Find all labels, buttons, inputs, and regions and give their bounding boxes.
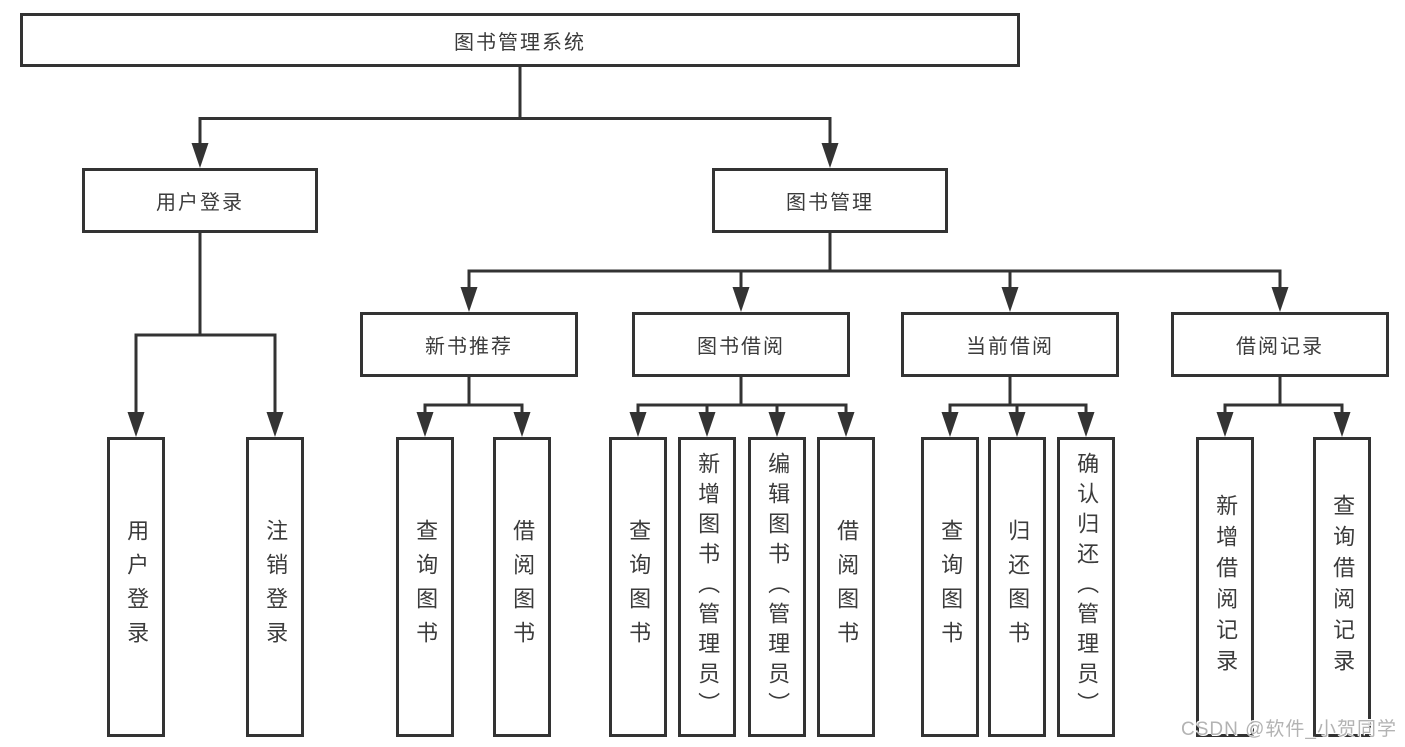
leaf-br-query-record: 查询借阅记录: [1313, 437, 1371, 737]
node-library-management-system-label: 图书管理系统: [454, 31, 586, 54]
node-new-book-recommend-label: 新书推荐: [425, 336, 513, 358]
leaf-br-query-record-label: 查询借阅记录: [1330, 494, 1356, 680]
leaf-nbr-borrow-books: 借阅图书: [493, 437, 551, 737]
leaf-cb-query-books-label: 查询图书: [938, 519, 964, 655]
node-book-management-label: 图书管理: [786, 192, 874, 214]
leaf-bb-borrow-books-label: 借阅图书: [834, 519, 860, 655]
node-current-borrowing: 当前借阅: [901, 312, 1119, 377]
node-library-management-system: 图书管理系统: [20, 13, 1020, 67]
node-book-borrowing-label: 图书借阅: [697, 336, 785, 358]
leaf-br-add-record: 新增借阅记录: [1196, 437, 1254, 737]
leaf-cb-confirm-return-admin: 确认归还（管理员）: [1057, 437, 1115, 737]
node-book-management: 图书管理: [712, 168, 948, 233]
leaf-nbr-query-books: 查询图书: [396, 437, 454, 737]
node-borrow-records: 借阅记录: [1171, 312, 1389, 377]
leaf-bb-add-books-admin-label: 新增图书（管理员）: [695, 452, 721, 722]
leaf-bb-edit-books-admin: 编辑图书（管理员）: [748, 437, 806, 737]
node-user-login: 用户登录: [82, 168, 318, 233]
csdn-watermark: CSDN @软件_小贺同学: [1181, 719, 1397, 740]
leaf-cb-return-books: 归还图书: [988, 437, 1046, 737]
node-borrow-records-label: 借阅记录: [1236, 336, 1324, 358]
node-book-borrowing: 图书借阅: [632, 312, 850, 377]
leaf-nbr-borrow-books-label: 借阅图书: [510, 519, 536, 655]
leaf-logout-label: 注销登录: [263, 519, 289, 655]
leaf-logout: 注销登录: [246, 437, 304, 737]
node-user-login-label: 用户登录: [156, 192, 244, 214]
node-new-book-recommend: 新书推荐: [360, 312, 578, 377]
node-current-borrowing-label: 当前借阅: [966, 336, 1054, 358]
leaf-bb-query-books: 查询图书: [609, 437, 667, 737]
leaf-cb-return-books-label: 归还图书: [1005, 519, 1031, 655]
leaf-cb-query-books: 查询图书: [921, 437, 979, 737]
leaf-user-login-label: 用户登录: [124, 519, 150, 655]
leaf-bb-edit-books-admin-label: 编辑图书（管理员）: [765, 452, 791, 722]
leaf-user-login: 用户登录: [107, 437, 165, 737]
leaf-nbr-query-books-label: 查询图书: [413, 519, 439, 655]
leaf-bb-query-books-label: 查询图书: [626, 519, 652, 655]
leaf-br-add-record-label: 新增借阅记录: [1213, 494, 1239, 680]
leaf-bb-borrow-books: 借阅图书: [817, 437, 875, 737]
leaf-bb-add-books-admin: 新增图书（管理员）: [678, 437, 736, 737]
leaf-cb-confirm-return-admin-label: 确认归还（管理员）: [1074, 452, 1100, 722]
